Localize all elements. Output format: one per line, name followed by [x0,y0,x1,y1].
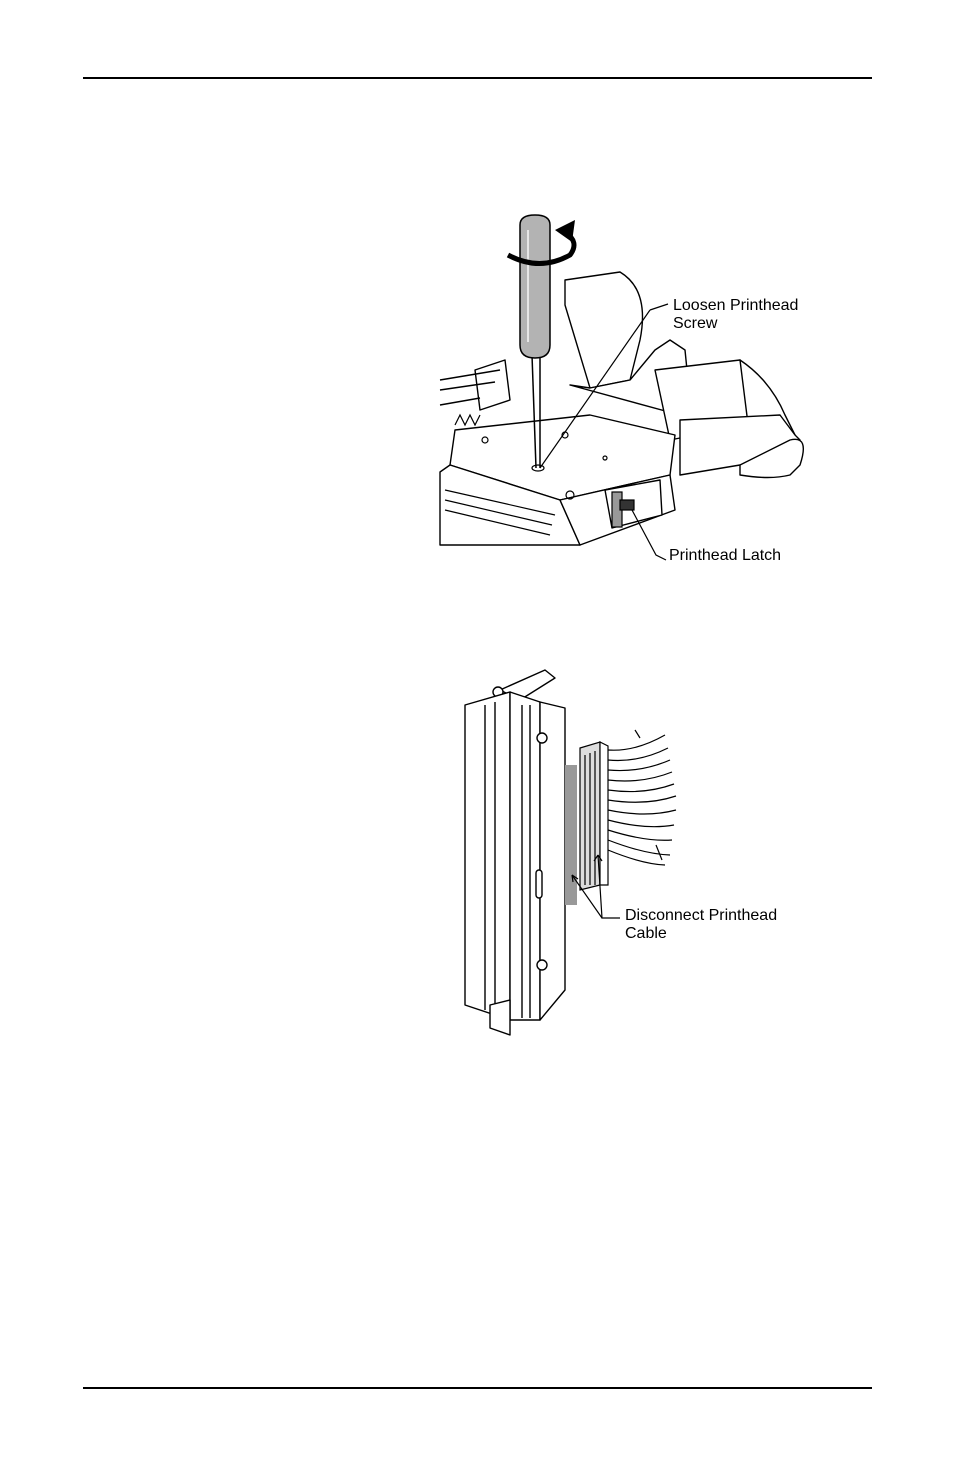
footer-rule [83,1387,872,1389]
callout-loosen-screw-line1: Loosen Printhead [673,297,799,314]
callout-disconnect-cable-line2: Cable [625,925,667,942]
callout-loosen-screw-line2: Screw [673,315,718,332]
callout-disconnect-cable: Disconnect Printhead Cable [625,907,777,943]
printer-mechanism-icon [564,271,644,389]
header-rule [83,77,872,79]
callout-disconnect-cable-line1: Disconnect Printhead [625,907,778,924]
figure-printhead-screw [439,214,804,561]
callout-printhead-latch: Printhead Latch [669,547,781,565]
callout-printhead-latch-line1: Printhead Latch [669,547,782,564]
screwdriver-icon [519,214,551,469]
ribbon-cable-icon [579,729,677,891]
printhead-icon [464,669,566,1036]
callout-loosen-screw: Loosen Printhead Screw [673,297,798,333]
rotation-arrow-icon [506,220,577,266]
figure-printhead-cable [464,669,677,1036]
